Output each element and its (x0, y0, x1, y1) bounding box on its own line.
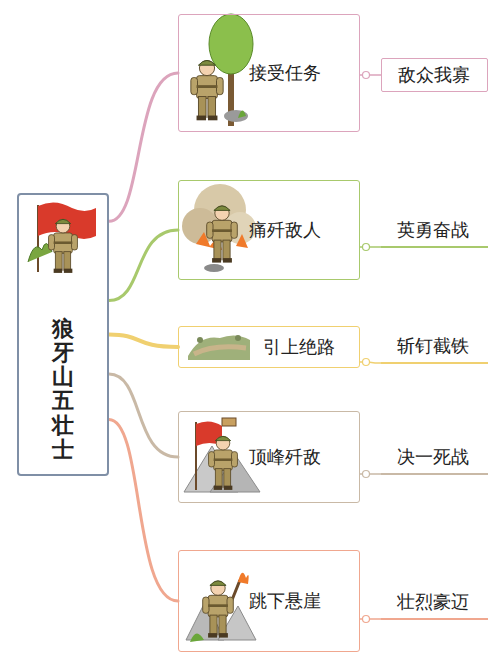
branch-connector (109, 335, 178, 348)
root-box: 狼牙山五壮士 (17, 193, 109, 476)
branch-connector (360, 72, 381, 79)
branch-connector (109, 230, 178, 301)
explosion-soldier-illustration (182, 184, 256, 272)
connector-line (109, 73, 178, 221)
subtopic-box: 斩钉截铁 (381, 330, 488, 364)
topic-text: 壮烈豪迈 (397, 591, 469, 613)
branch-connector (360, 471, 381, 478)
mountain-path-illustration (188, 335, 250, 360)
topic-box: 接受任务 (178, 14, 360, 132)
topic-text: 顶峰歼敌 (249, 446, 321, 468)
topic-text: 痛歼敌人 (249, 219, 321, 241)
cliff-soldier-illustration (186, 573, 256, 642)
connector-line (109, 419, 178, 601)
topic-box: 顶峰歼敌 (178, 411, 360, 503)
topic-box: 痛歼敌人 (178, 180, 360, 280)
summit-soldier-illustration (184, 418, 260, 492)
collapse-dot (363, 244, 370, 251)
subtopic-box: 决一死战 (381, 441, 488, 475)
branch-connector (360, 244, 381, 251)
branch-connector (109, 73, 178, 221)
tree-soldier-illustration (191, 14, 253, 126)
topic-text: 接受任务 (249, 62, 321, 84)
connector-line (109, 230, 178, 301)
collapse-dot (363, 359, 370, 366)
subtopic-box: 壮烈豪迈 (381, 586, 488, 620)
topic-text: 敌众我寡 (398, 64, 470, 86)
topic-text: 引上绝路 (263, 336, 335, 358)
collapse-dot (363, 471, 370, 478)
connector-line (109, 335, 178, 348)
topic-text: 斩钉截铁 (397, 335, 469, 357)
root-title: 狼牙山五壮士 (52, 317, 74, 462)
subtopic-box: 英勇奋战 (381, 214, 488, 248)
branch-connector (360, 616, 381, 623)
root-illustration (28, 202, 96, 272)
topic-box: 跳下悬崖 (178, 550, 360, 652)
subtopic-box: 敌众我寡 (381, 58, 488, 92)
collapse-dot (363, 72, 370, 79)
branch-connector (109, 419, 178, 601)
branch-connector (109, 374, 178, 457)
topic-text: 决一死战 (397, 446, 469, 468)
topic-text: 英勇奋战 (397, 219, 469, 241)
branch-connector (360, 359, 381, 366)
connector-line (109, 374, 178, 457)
collapse-dot (363, 616, 370, 623)
topic-box: 引上绝路 (178, 326, 360, 368)
topic-text: 跳下悬崖 (249, 590, 321, 612)
